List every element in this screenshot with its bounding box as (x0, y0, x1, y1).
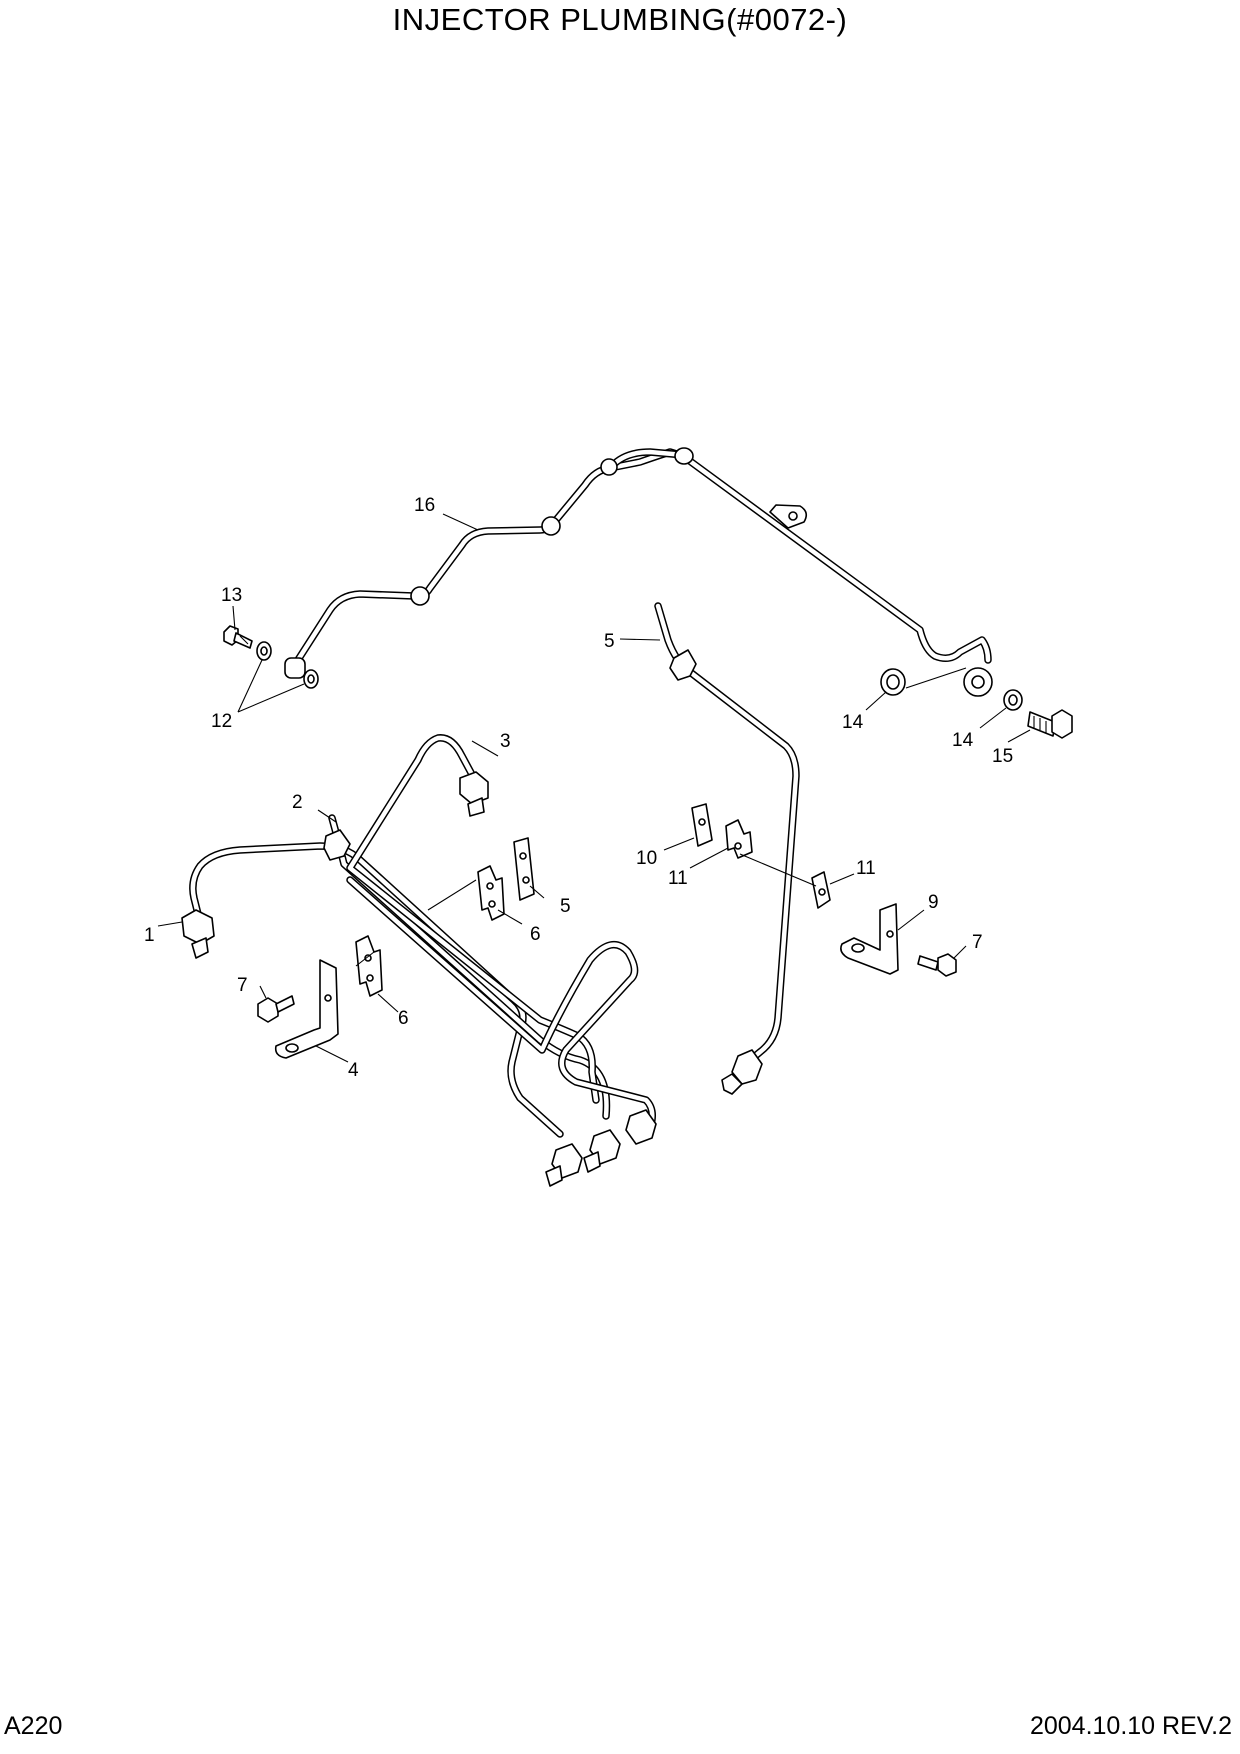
page-title: INJECTOR PLUMBING(#0072-) (392, 2, 848, 37)
banjo-joint (541, 516, 561, 536)
callout-11-left: 11 (668, 868, 688, 889)
callout-1: 1 (144, 925, 155, 946)
callout-7-left: 7 (237, 975, 248, 996)
callout-7-right: 7 (972, 932, 983, 953)
callout-labels: 16 13 12 5 14 14 15 3 2 1 5 6 6 7 4 10 1… (144, 495, 1013, 1081)
banjo-hole (971, 675, 985, 689)
pipe-nut-3 (459, 771, 489, 817)
callout-13: 13 (221, 585, 242, 606)
clamp-6-upper (477, 865, 505, 921)
banjo-joint (674, 447, 694, 465)
pipe-nut-bottom-b (583, 1129, 621, 1173)
tab-hole (788, 511, 798, 521)
return-line-16 (284, 447, 993, 697)
callout-14-right: 14 (952, 730, 974, 751)
callout-5-left: 5 (560, 896, 571, 917)
callout-5-right: 5 (604, 631, 615, 652)
page-code: A220 (4, 1712, 63, 1740)
bolt-7-left (257, 995, 295, 1023)
washer-14-left (880, 668, 906, 696)
banjo-bolt-15 (1027, 709, 1073, 739)
callout-15: 15 (992, 746, 1013, 767)
injection-pipe-5-right (654, 602, 800, 1095)
bolt-7-right (917, 953, 957, 977)
pipe-nut-bottom-c (625, 1109, 657, 1145)
callout-4: 4 (348, 1060, 359, 1081)
callout-6-upper: 6 (530, 924, 541, 945)
callout-14-left: 14 (842, 712, 864, 733)
pipe-nut-1 (181, 909, 215, 959)
bracket-9 (840, 903, 899, 975)
revision-stamp: 2004.10.10 REV.2 (1029, 1712, 1232, 1740)
clamp-11-lower (811, 871, 831, 909)
callout-9: 9 (928, 892, 939, 913)
banjo-joint (600, 458, 618, 476)
mounting-tab (769, 504, 808, 529)
callout-12: 12 (211, 711, 232, 732)
injection-pipe-4th (346, 876, 656, 1138)
banjo-bolt-13 (223, 625, 253, 649)
leader-lines (157, 513, 1031, 1063)
banjo-fitting (284, 657, 306, 679)
clamp-6-lower (355, 935, 383, 997)
callout-10: 10 (636, 848, 657, 869)
pipe-nut-2 (323, 829, 351, 861)
injection-pipe-3 (346, 734, 600, 1104)
banjo-joint (410, 586, 430, 606)
callout-6-lower: 6 (398, 1008, 409, 1029)
clamp-11-upper (725, 819, 753, 859)
washers-12 (256, 641, 319, 689)
bracket-4 (274, 959, 339, 1059)
pipe-nut-bottom-a (545, 1143, 583, 1187)
callout-16: 16 (414, 495, 435, 516)
clamp-plate-10 (691, 803, 713, 847)
clamp-plate-5 (513, 837, 535, 901)
callout-3: 3 (500, 731, 511, 752)
callout-11-right: 11 (856, 858, 876, 879)
washer-14-right (1003, 689, 1023, 711)
callout-2: 2 (292, 792, 303, 813)
